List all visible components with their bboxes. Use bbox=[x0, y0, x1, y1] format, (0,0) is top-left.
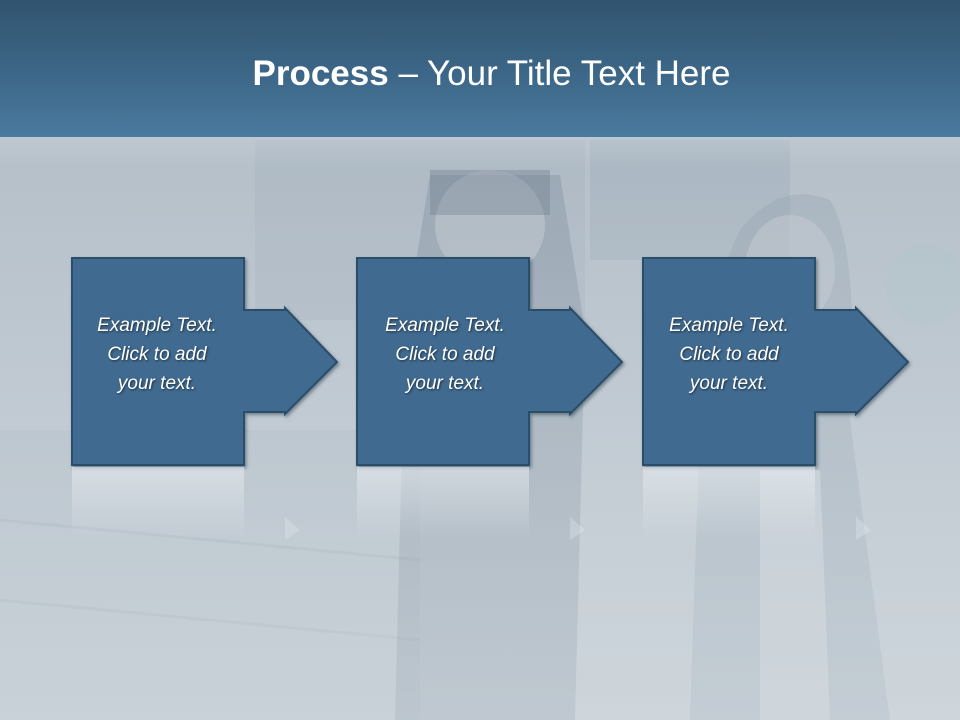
process-step-2-text[interactable]: Example Text. Click to add your text. bbox=[360, 311, 530, 398]
process-step-2[interactable] bbox=[356, 257, 624, 540]
step-2-line-1: Example Text. bbox=[385, 315, 505, 336]
process-step-2-arrow-reflection bbox=[570, 517, 585, 540]
process-step-3-shape bbox=[642, 257, 910, 466]
slide-title[interactable]: Process – Your Title Text Here bbox=[0, 52, 960, 96]
process-step-3-reflection bbox=[643, 467, 815, 540]
title-bar bbox=[0, 0, 960, 137]
title-bar-shadow-band bbox=[0, 137, 960, 167]
step-2-line-2: Click to add bbox=[395, 344, 495, 365]
process-step-3[interactable] bbox=[642, 257, 910, 540]
process-step-1-text[interactable]: Example Text. Click to add your text. bbox=[72, 311, 242, 398]
step-3-line-3: your text. bbox=[689, 373, 769, 394]
step-1-line-2: Click to add bbox=[107, 344, 207, 365]
process-step-1[interactable] bbox=[71, 257, 339, 540]
process-step-3-text[interactable]: Example Text. Click to add your text. bbox=[644, 311, 814, 398]
step-1-line-3: your text. bbox=[117, 373, 197, 394]
process-step-2-reflection bbox=[357, 467, 529, 540]
step-3-line-1: Example Text. bbox=[669, 315, 789, 336]
process-step-2-shape bbox=[356, 257, 624, 466]
title-bold-part: Process bbox=[252, 54, 389, 93]
step-3-line-2: Click to add bbox=[679, 344, 779, 365]
step-1-line-1: Example Text. bbox=[97, 315, 217, 336]
process-step-1-reflection bbox=[72, 467, 244, 540]
process-step-1-shape bbox=[71, 257, 339, 466]
process-step-3-arrow-reflection bbox=[856, 517, 871, 540]
step-2-line-3: your text. bbox=[405, 373, 485, 394]
title-rest-part: – Your Title Text Here bbox=[388, 54, 731, 93]
process-step-1-arrow-reflection bbox=[285, 517, 300, 540]
